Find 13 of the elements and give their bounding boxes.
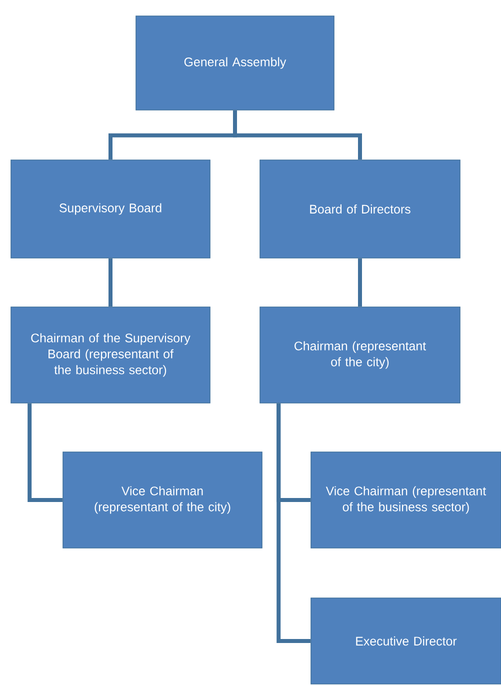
org-box: Board of Directors [260, 160, 460, 258]
org-box: Supervisory Board [10, 160, 210, 258]
connector-line [108, 258, 112, 307]
org-box: Vice Chairman (representant of the city) [62, 452, 262, 548]
connector-line [233, 110, 362, 160]
org-box: Executive Director [310, 598, 501, 684]
org-box: Chairman of the Supervisory Board (representant of the business sector) [10, 306, 210, 404]
connector-line [276, 403, 311, 643]
org-box: Chairman (representant of the city) [260, 306, 460, 404]
connector-line [28, 403, 63, 502]
org-box: General Assembly [136, 16, 334, 110]
connector-line [358, 258, 362, 307]
org-box: Vice Chairman (representant of the business sector) [310, 452, 501, 548]
